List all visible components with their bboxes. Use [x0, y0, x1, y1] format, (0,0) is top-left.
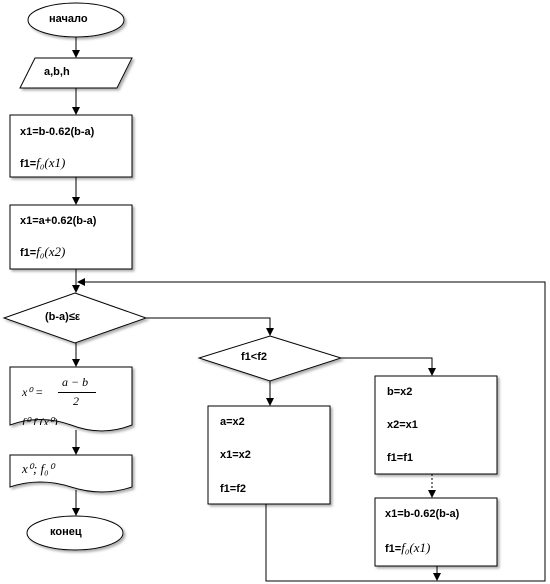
result-line2: f⁰ f (x⁰) [22, 415, 58, 425]
end-label: конец [50, 526, 82, 538]
input-label: a,b,h [44, 66, 70, 78]
arrow-left-merge [265, 504, 437, 582]
result-fraction-bar [58, 392, 96, 393]
block1-line2: f1=f₀(x1) [20, 155, 66, 170]
decision1-label: (b-a)≤ε [45, 311, 81, 323]
arrow-decision2-right [341, 357, 436, 376]
right-branch-block-2 [374, 497, 498, 567]
block2-line1: x1=a+0.62(b-a) [20, 215, 97, 227]
right-branch-line2: x2=x1 [387, 419, 418, 431]
right-branch2-line1: x1=b-0.62(b-a) [385, 508, 460, 520]
right-branch-line1: b=x2 [387, 386, 413, 398]
block1-line1: x1=b-0.62(b-a) [20, 126, 95, 138]
right-branch-line3: f1=f1 [387, 452, 413, 464]
left-branch-line2: x1=x2 [220, 449, 251, 461]
result-lhs: x⁰ = [22, 385, 44, 399]
process-block-2 [9, 204, 133, 270]
right-branch2-line2: f1=f₀(x1) [385, 540, 431, 555]
start-label: начало [49, 13, 88, 25]
block2-line2: f1=f₀(x2) [20, 244, 66, 259]
result-numerator: a − b [62, 375, 89, 389]
loop-back-line [77, 278, 546, 582]
right-branch-block [374, 375, 498, 475]
end-terminator [26, 515, 124, 551]
left-branch-line1: a=x2 [220, 416, 245, 428]
result-document [9, 366, 133, 432]
arrow-decision1-decision2 [146, 317, 274, 336]
decision2-label: f1<f2 [241, 351, 267, 363]
left-branch-block [207, 405, 331, 505]
result-denominator: 2 [73, 394, 79, 408]
decision-1-diamond [2, 292, 148, 344]
process-block-1 [9, 114, 133, 178]
output-document [9, 454, 133, 493]
output-label: x⁰; f₀⁰ [22, 461, 54, 476]
input-parallelogram [19, 57, 133, 89]
left-branch-line3: f1=f2 [220, 483, 246, 495]
decision-2-diamond [197, 335, 343, 382]
